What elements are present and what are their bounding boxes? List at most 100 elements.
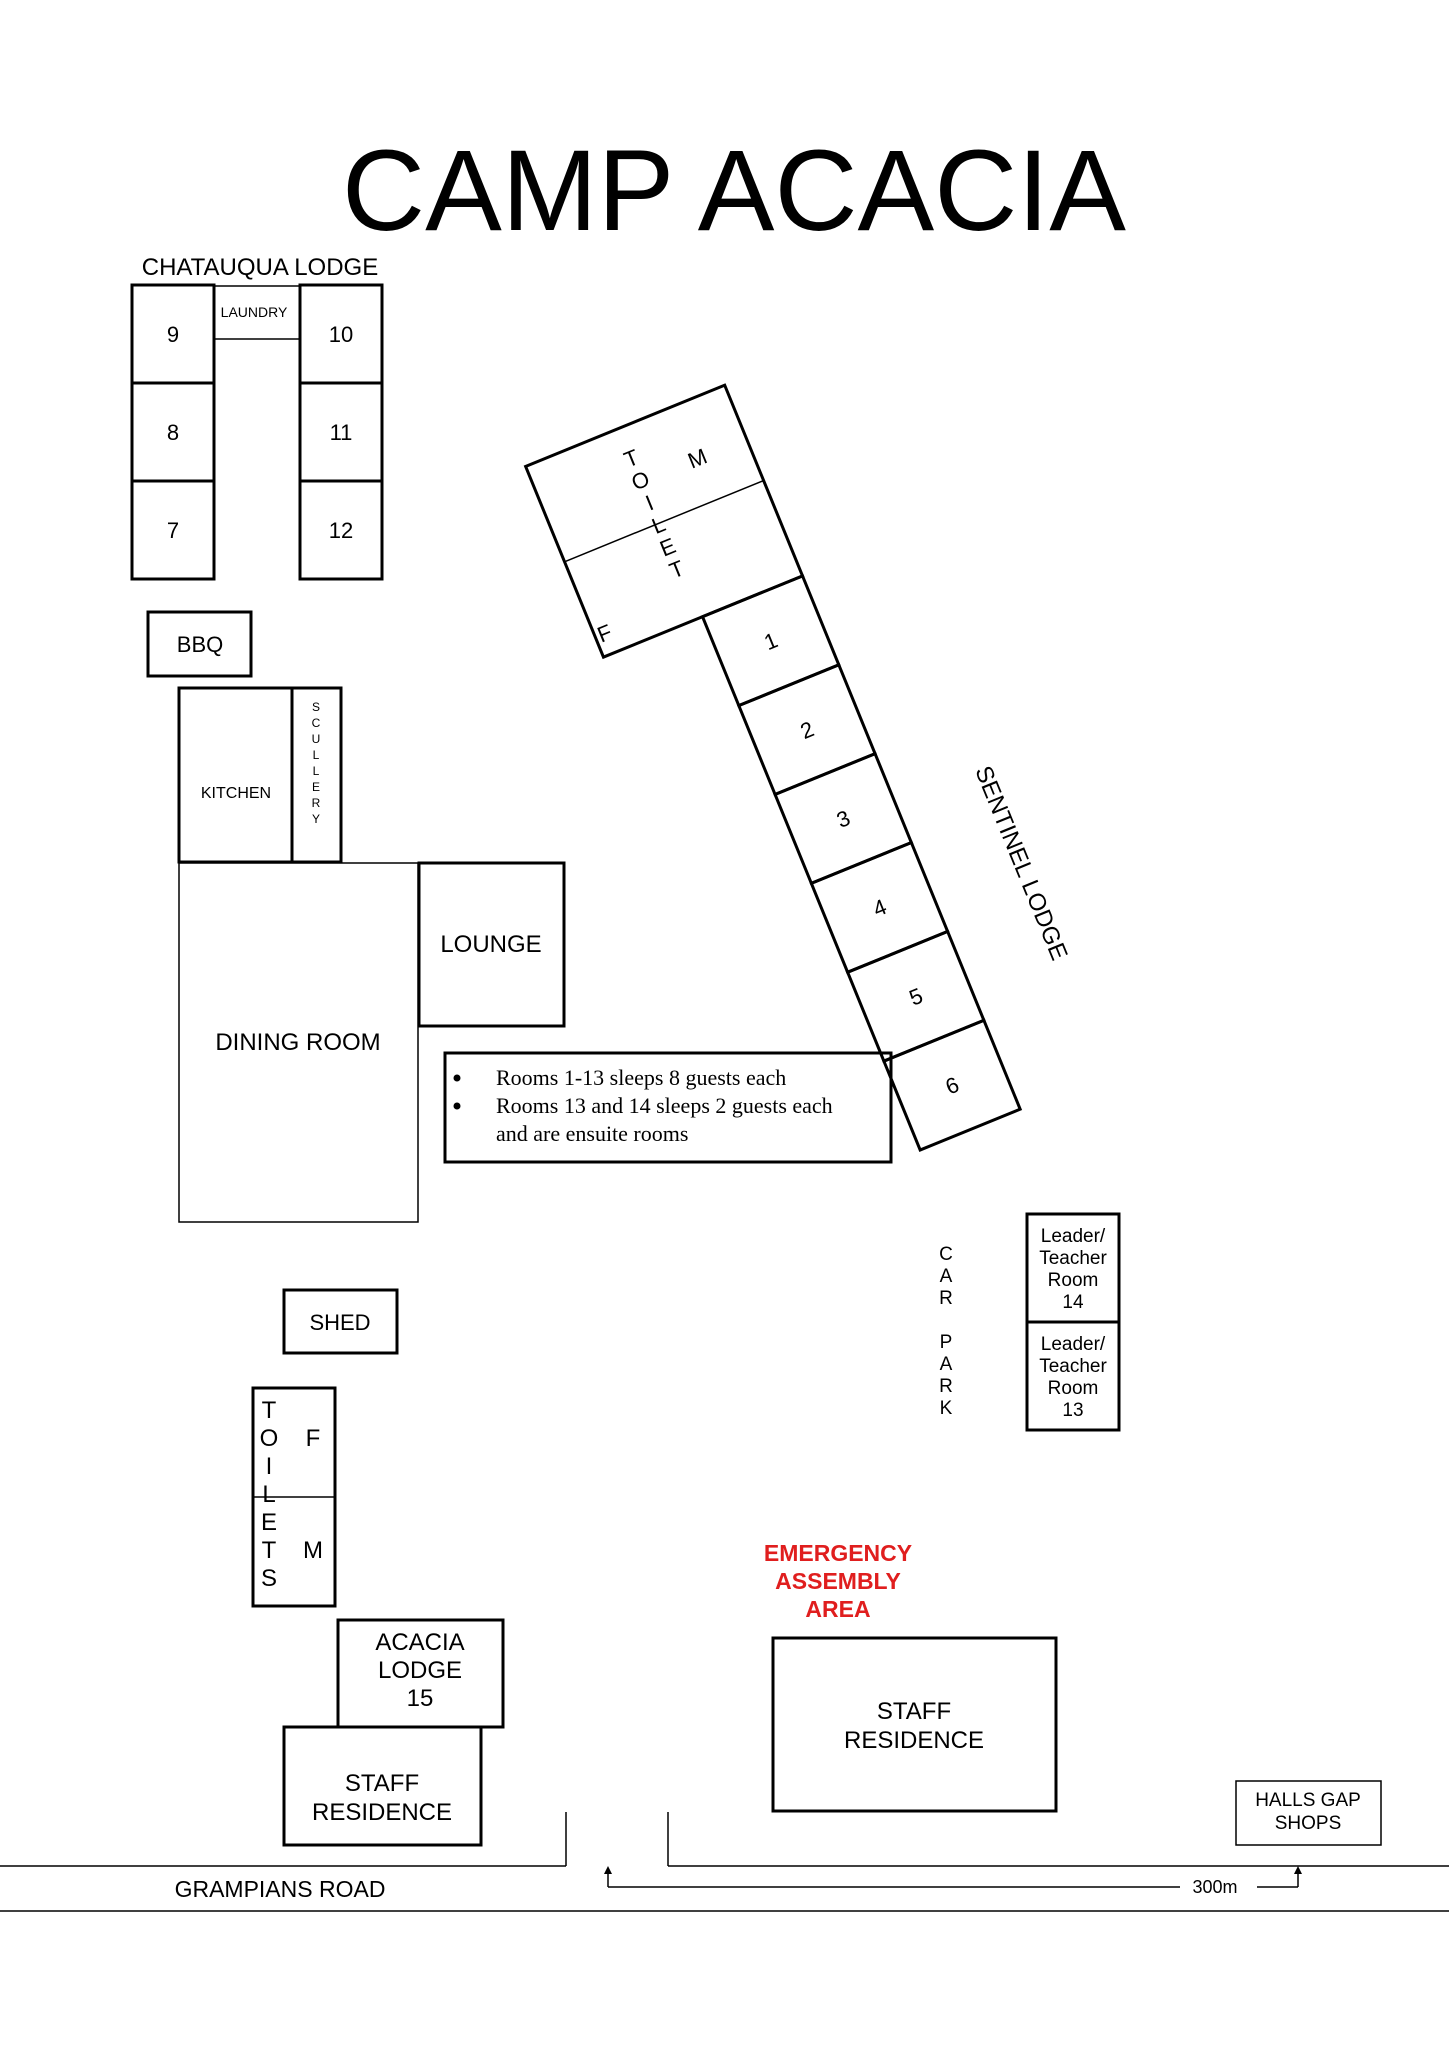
svg-text:Room: Room (1048, 1378, 1099, 1399)
room-7 (130, 479, 216, 581)
chatauqua-lodge: CHATAUQUA LODGE LAUNDRY 9 10 8 11 7 12 (130, 254, 384, 581)
sentinel-room-6 (881, 1018, 1023, 1152)
room-10-label: 10 (329, 322, 353, 347)
svg-text:ACACIA: ACACIA (375, 1629, 464, 1656)
svg-text:15: 15 (407, 1685, 434, 1712)
dining-room-label: DINING ROOM (215, 1029, 380, 1056)
grampians-road (0, 1812, 1449, 1912)
arrow-up-icon (1294, 1866, 1302, 1874)
svg-text:STAFF: STAFF (345, 1770, 419, 1797)
leader-room-14-label: Leader/ Teacher Room 14 (1039, 1226, 1107, 1313)
halls-gap-shops-box (1235, 1780, 1382, 1846)
dining-room-box (178, 862, 419, 1223)
room-8-label: 8 (167, 420, 179, 445)
svg-text:E: E (312, 780, 320, 794)
svg-text:R: R (939, 1288, 953, 1309)
room-9-label: 9 (167, 322, 179, 347)
svg-text:RESIDENCE: RESIDENCE (312, 1799, 452, 1826)
svg-text:Leader/: Leader/ (1041, 1334, 1106, 1355)
notes-box (443, 1051, 893, 1164)
sentinel-room-6-label: 6 (942, 1072, 963, 1100)
leader-room-13-label: Leader/ Teacher Room 13 (1039, 1334, 1107, 1421)
sentinel-room-2-label: 2 (797, 716, 818, 744)
svg-text:EMERGENCY: EMERGENCY (764, 1540, 912, 1566)
svg-text:R: R (312, 796, 321, 810)
note-3: and are ensuite rooms (496, 1121, 688, 1146)
sentinel-lodge-label: SENTINEL LODGE (969, 762, 1072, 964)
svg-text:Leader/: Leader/ (1041, 1226, 1106, 1247)
laundry-label: LAUNDRY (221, 304, 288, 320)
bullet (453, 1074, 461, 1082)
staff-residence-left-label: STAFF RESIDENCE (312, 1770, 452, 1826)
svg-text:RESIDENCE: RESIDENCE (844, 1727, 984, 1754)
distance-label: 300m (1192, 1877, 1237, 1897)
toilets-letters: T O I L E T S (260, 1397, 279, 1592)
room-11-label: 11 (330, 420, 353, 445)
svg-text:O: O (628, 466, 653, 496)
lounge-box (417, 861, 566, 1028)
svg-text:Room: Room (1048, 1270, 1099, 1291)
svg-text:HALLS GAP: HALLS GAP (1255, 1790, 1361, 1811)
svg-text:A: A (940, 1266, 953, 1287)
emergency-assembly-label: EMERGENCY ASSEMBLY AREA (764, 1540, 912, 1622)
svg-text:L: L (313, 748, 320, 762)
svg-text:C: C (312, 716, 321, 730)
laundry (213, 285, 301, 340)
room-12-label: 12 (329, 518, 353, 543)
room-7-label: 7 (167, 518, 179, 543)
svg-text:Teacher: Teacher (1039, 1356, 1107, 1377)
staff-residence-right-label: STAFF RESIDENCE (844, 1698, 984, 1754)
svg-text:S: S (312, 700, 320, 714)
svg-text:T: T (262, 1537, 277, 1564)
svg-text:14: 14 (1062, 1292, 1084, 1313)
svg-text:Teacher: Teacher (1039, 1248, 1107, 1269)
svg-text:U: U (312, 732, 321, 746)
acacia-lodge-label: ACACIA LODGE 15 (375, 1629, 464, 1712)
bbq-label: BBQ (177, 632, 223, 657)
halls-gap-shops-label: HALLS GAP SHOPS (1255, 1790, 1361, 1834)
note-1: Rooms 1-13 sleeps 8 guests each (496, 1065, 786, 1090)
svg-text:E: E (261, 1509, 277, 1536)
scullery-label: S C U L L E R Y (312, 700, 321, 826)
svg-text:I: I (266, 1453, 273, 1480)
sentinel-room-3-label: 3 (833, 805, 854, 833)
toilets-f: F (306, 1425, 321, 1452)
kitchen-box (177, 686, 294, 864)
svg-text:AREA: AREA (805, 1596, 870, 1622)
svg-text:L: L (262, 1481, 275, 1508)
map-title: CAMP ACACIA (342, 127, 1126, 255)
room-12 (298, 479, 384, 581)
svg-text:SHOPS: SHOPS (1275, 1813, 1342, 1834)
chatauqua-lodge-label: CHATAUQUA LODGE (142, 254, 378, 281)
svg-text:S: S (261, 1565, 277, 1592)
staff-residence-left-box (282, 1725, 483, 1847)
svg-text:LODGE: LODGE (378, 1657, 462, 1684)
bullet (453, 1102, 461, 1110)
sentinel-toilet-m: M (684, 443, 710, 473)
shed-label: SHED (309, 1310, 370, 1335)
car-park-label: C A R P A R K (939, 1244, 953, 1419)
svg-text:T: T (262, 1397, 277, 1424)
svg-text:O: O (260, 1425, 279, 1452)
staff-residence-right-box (771, 1636, 1058, 1813)
distance-indicator: 300m (604, 1866, 1302, 1897)
svg-text:R: R (939, 1376, 953, 1397)
sentinel-room-1-label: 1 (760, 627, 781, 655)
svg-text:C: C (939, 1244, 953, 1265)
scullery-box (290, 686, 343, 864)
sentinel-toilet-letters: T O I L E T (620, 444, 687, 583)
notes-list: Rooms 1-13 sleeps 8 guests each Rooms 13… (453, 1065, 833, 1146)
svg-text:K: K (940, 1398, 953, 1419)
svg-text:P: P (940, 1332, 953, 1353)
svg-text:A: A (940, 1354, 953, 1375)
road-label: GRAMPIANS ROAD (175, 1876, 386, 1902)
arrow-up-icon (604, 1866, 612, 1874)
sentinel-room-4-label: 4 (869, 894, 890, 922)
bbq-box (146, 610, 253, 678)
svg-text:STAFF: STAFF (877, 1698, 951, 1725)
svg-text:Y: Y (312, 812, 320, 826)
sentinel-room-5-label: 5 (906, 983, 927, 1011)
lounge-label: LOUNGE (440, 931, 541, 958)
shed-box (282, 1288, 399, 1355)
